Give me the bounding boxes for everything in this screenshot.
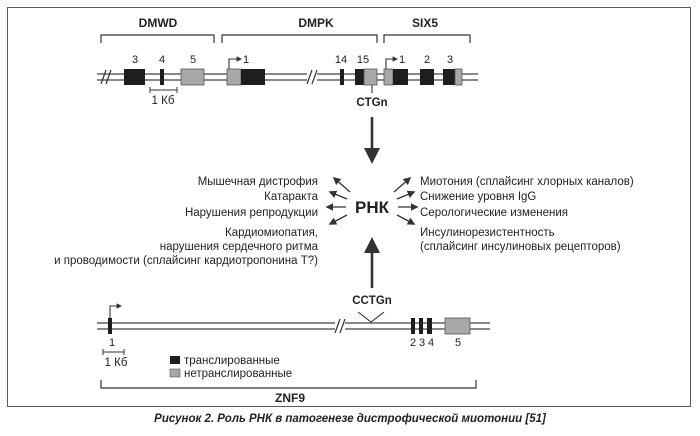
figure-frame: [7, 7, 691, 407]
down-arrow-head: [364, 148, 380, 164]
dmwd-exon-5-label: 5: [190, 54, 196, 66]
dmwd-exon-4-label: 4: [159, 54, 165, 66]
gene-label-znf9: ZNF9: [275, 391, 305, 405]
znf9-exon-3-label: 3: [419, 337, 425, 349]
legend-translated-label: транслированные: [184, 355, 280, 367]
znf9-exon-1-label: 1: [109, 337, 115, 349]
six5-exon-3-label: 3: [447, 54, 453, 66]
top-scale-label: 1 Кб: [152, 95, 175, 107]
gene-label-dmpk: DMPK: [298, 16, 334, 30]
six5-exon-1: [393, 69, 408, 85]
znf9-exon-4: [427, 318, 432, 334]
dmpk-exon-14: [340, 69, 344, 85]
dmwd-exon-4: [160, 69, 164, 85]
znf9-bracket: [100, 380, 477, 389]
six5-bracket: [383, 34, 471, 43]
top-scale-bar: [149, 87, 178, 93]
effect-insulin-resistance: Инсулинорезистентность: [420, 227, 555, 239]
six5-exon-1-label: 1: [399, 54, 405, 66]
znf9-exon-5-label: 5: [455, 337, 461, 349]
bottom-scale-bar: [102, 349, 125, 355]
effect-muscle-dystrophy: Мышечная дистрофия: [198, 176, 318, 188]
dmpk-exon-1-label: 1: [243, 54, 249, 66]
effect-conduction: и проводимости (сплайсинг кардиотропонин…: [54, 255, 318, 267]
gene-label-six5: SIX5: [412, 16, 438, 30]
gene-label-dmwd: DMWD: [139, 16, 178, 30]
effect-insulin-receptors: (сплайсинг инсулиновых рецепторов): [420, 241, 621, 253]
bottom-break-mark: [334, 318, 346, 334]
top-break-mark-left: [100, 69, 112, 85]
dmpk-bracket: [221, 34, 378, 43]
dmwd-bracket: [100, 34, 215, 43]
effect-cataract: Катаракта: [264, 191, 318, 203]
effect-heart-rhythm: нарушения сердечного ритма: [160, 241, 319, 253]
dmwd-exon-3-label: 3: [132, 54, 138, 66]
znf9-exon-5: [444, 317, 471, 335]
effect-igg: Снижение уровня IgG: [420, 191, 536, 203]
ctg-repeat-label: CTGn: [356, 97, 387, 109]
bottom-scale-label: 1 Кб: [105, 357, 128, 369]
cctg-repeat-label: CCTGn: [352, 295, 392, 307]
figure-caption: Рисунок 2. Роль РНК в патогенезе дистроф…: [154, 413, 546, 425]
dmpk-exon-14-label: 14: [335, 54, 347, 66]
up-arrow-head: [364, 237, 380, 253]
dmpk-exon-1: [241, 69, 265, 85]
dmpk-promoter-arrow: [228, 56, 243, 69]
dmpk-exon-15-utr: [363, 68, 378, 86]
rna-center-label: РНК: [355, 198, 390, 217]
diagram-canvas: DMWD DMPK SIX5 3 4 5: [54, 16, 634, 405]
znf9-exon-1: [108, 318, 112, 334]
legend-untranslated-swatch: [169, 368, 181, 378]
six5-exon-2: [420, 69, 434, 85]
effect-arrows: [325, 176, 419, 225]
znf9-promoter-arrow: [109, 303, 123, 318]
dmpk-exon-15-label: 15: [357, 54, 369, 66]
arrow-to-cataract: [328, 190, 348, 200]
znf9-exon-2-label: 2: [410, 337, 416, 349]
six5-exon-3-utr: [454, 68, 463, 86]
arrow-to-myotonia: [393, 176, 412, 193]
six5-exon-3: [443, 69, 455, 85]
effect-cardiomyopathy: Кардиомиопатия,: [225, 227, 318, 239]
six5-promoter-arrow: [385, 56, 399, 69]
six5-exon-2-label: 2: [424, 54, 430, 66]
dmwd-exon-3: [124, 69, 145, 85]
arrow-to-dystrophy: [332, 176, 351, 193]
arrow-to-insulin: [396, 214, 416, 225]
znf9-exon-4-label: 4: [428, 337, 434, 349]
effect-serology: Серологические изменения: [420, 207, 568, 219]
legend-untranslated-label: нетранслированные: [184, 368, 292, 380]
effect-myotonia: Миотония (сплайсинг хлорных каналов): [420, 176, 634, 188]
dmwd-exon-5: [180, 68, 205, 86]
znf9-exon-2: [411, 318, 415, 334]
dmpk-exon-15: [355, 69, 364, 85]
top-break-mark-middle: [306, 69, 318, 85]
effect-reproduction: Нарушения репродукции: [185, 207, 318, 219]
bottom-chromosome-line: [97, 322, 490, 330]
arrow-to-igg: [396, 190, 416, 200]
arrow-to-cardio: [328, 214, 348, 225]
znf9-exon-3: [419, 318, 423, 334]
cctg-insertion-mark: [357, 311, 385, 323]
legend-translated-swatch: [170, 356, 180, 364]
dmpk-exon-1-utr: [226, 68, 242, 86]
six5-exon-1-utr: [383, 68, 394, 86]
